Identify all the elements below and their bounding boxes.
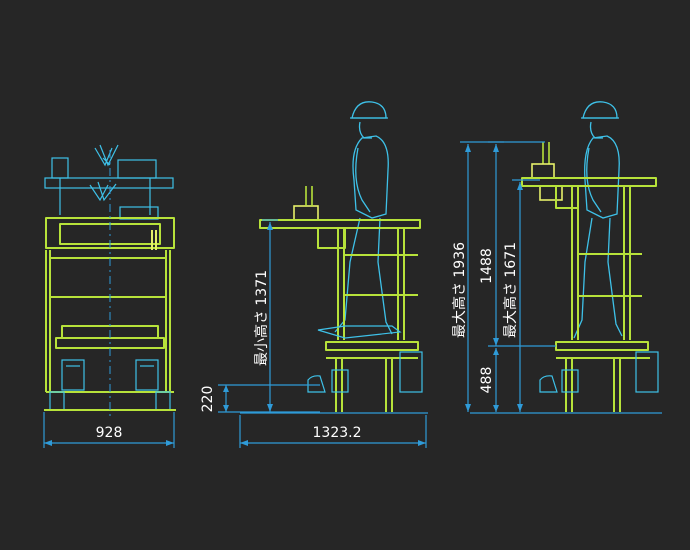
operator-figure-min (334, 101, 393, 335)
side-view-max: 最大高さ 1936 1488 488 最大高さ 1671 (451, 101, 662, 414)
dim-lift-stroke (488, 141, 556, 347)
dim-min-height-label: 最小高さ 1371 (253, 270, 270, 366)
front-top-equipment (44, 144, 174, 220)
operator-figure-max (573, 101, 623, 339)
side-frame-max (521, 177, 657, 412)
dim-width-front (43, 412, 175, 448)
side-base-min (307, 325, 423, 393)
dim-base-height (493, 348, 499, 412)
dim-lift-stroke-label: 1488 (479, 248, 495, 284)
dim-length-side (239, 415, 427, 448)
dim-max-platform-height-label: 最大高さ 1671 (502, 242, 519, 338)
side-frame-min (259, 219, 421, 412)
dim-width-front-label: 928 (96, 425, 123, 441)
dim-base-height-label: 488 (479, 367, 495, 394)
side-tool-max (531, 142, 563, 201)
dim-max-total-height-label: 最大高さ 1936 (451, 242, 468, 338)
side-view-min: 最小高さ 1371 220 1323.2 (200, 101, 428, 448)
dim-min-height (262, 219, 278, 412)
dim-length-side-label: 1323.2 (313, 425, 362, 441)
side-tool-min (293, 186, 319, 221)
front-view: 928 (43, 144, 176, 448)
dim-step-height-label: 220 (200, 386, 216, 413)
dim-step-height (218, 384, 320, 413)
side-base-max (539, 351, 659, 393)
dim-max-platform-height (512, 179, 540, 412)
